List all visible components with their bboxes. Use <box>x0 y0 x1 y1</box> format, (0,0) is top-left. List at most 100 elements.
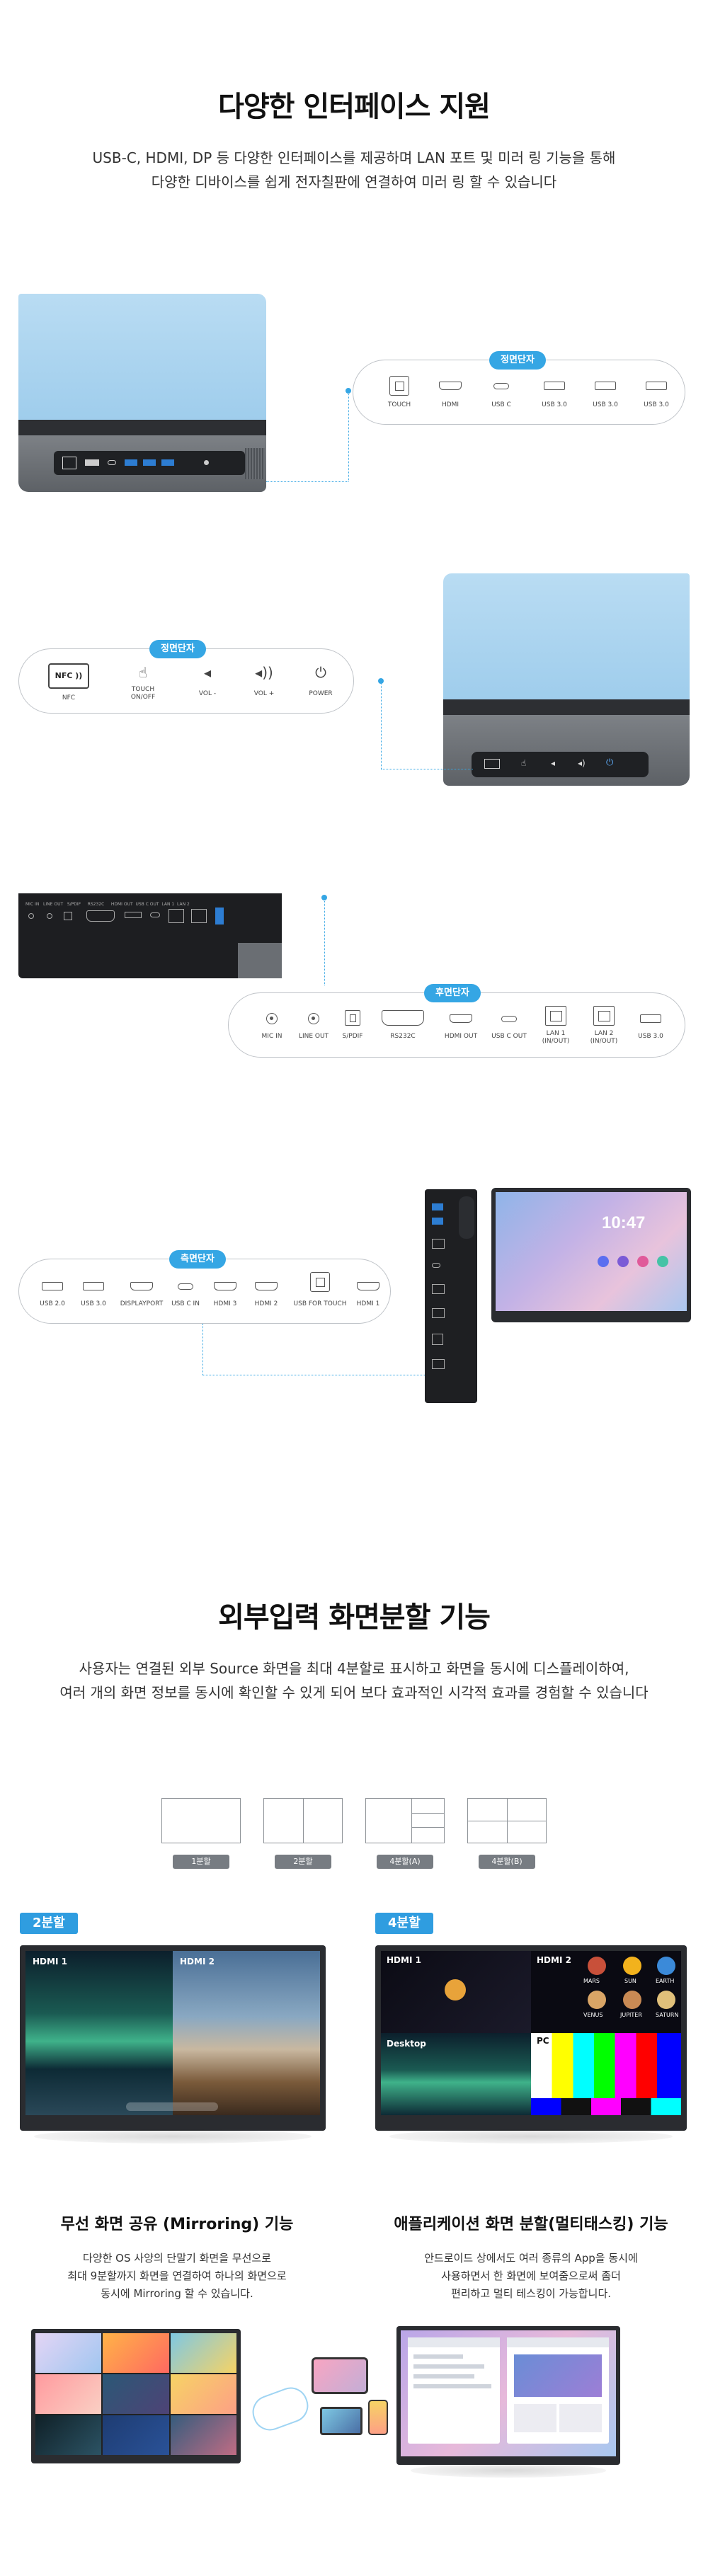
silk-label: LINE OUT <box>43 902 64 907</box>
split-divider <box>411 1799 412 1843</box>
mirroring-title: 무선 화면 공유 (Mirroring) 기능 <box>60 2216 294 2233</box>
rear-usbc-out-icon <box>150 912 160 917</box>
app-window-settings <box>408 2337 500 2444</box>
display-screen <box>18 294 266 420</box>
control-label: NFC <box>62 694 76 702</box>
planet-venus-icon <box>588 1991 606 2009</box>
mirror-tile <box>103 2415 169 2455</box>
display-screen <box>443 573 690 699</box>
pane-label: HDMI 1 <box>33 1957 67 1967</box>
side-usb-icon <box>432 1218 443 1225</box>
volume-down-icon: ◂ <box>203 664 212 681</box>
mirroring-line3: 동시에 Mirroring 할 수 있습니다. <box>101 2287 253 2300</box>
display-front-image: 10:47 <box>491 1188 691 1322</box>
rear-silkscreen-labels: MIC IN LINE OUT S/PDIF RS232C HDMI OUT U… <box>25 902 238 907</box>
port-usb30-rear: USB 3.0 <box>631 1014 670 1041</box>
rear-usb30-icon <box>215 908 224 925</box>
app-icon <box>598 1256 609 1267</box>
port-label: S/PDIF <box>342 1033 363 1040</box>
rs232-icon <box>382 1010 424 1026</box>
speaker-grille <box>245 448 265 479</box>
rear-spdif-icon <box>64 912 72 920</box>
hdmi-icon <box>439 382 462 390</box>
port-label: HDMI OUT <box>444 1033 478 1040</box>
display-chassis <box>18 435 266 492</box>
mic-jack-icon <box>266 1013 278 1024</box>
port-label: HDMI 1 <box>356 1300 380 1307</box>
silk-label: USB C OUT <box>135 902 159 907</box>
sun-icon <box>445 1979 466 2000</box>
four-split-display: HDMI 1 HDMI 2 MARS SUN EARTH VENUS JUPIT… <box>375 1945 687 2131</box>
control-vol-up: ◂))VOL + <box>243 663 285 698</box>
hdmi-icon <box>357 1282 379 1290</box>
strip-usbc-icon <box>108 460 116 465</box>
split-pane-aurora: HDMI 1 <box>25 1951 173 2115</box>
color-bar-bottom <box>531 2098 681 2115</box>
port-line-out: LINE OUT <box>292 1013 335 1041</box>
mirror-tile <box>35 2333 102 2373</box>
port-usb30-side: USB 3.0 <box>76 1282 111 1308</box>
planet-mars-icon <box>588 1957 606 1975</box>
split-pane-pier: HDMI 2 <box>173 1951 320 2115</box>
window-line <box>413 2364 484 2369</box>
pane-label: HDMI 2 <box>537 1955 571 1965</box>
two-split-display: HDMI 1 HDMI 2 <box>20 1945 326 2131</box>
port-label: RS232C <box>390 1033 416 1040</box>
control-nfc: NFC ))NFC <box>40 663 97 702</box>
multitasking-title: 애플리케이션 화면 분할(멀티태스킹) 기능 <box>394 2216 668 2233</box>
usb-a-icon <box>42 1282 63 1290</box>
control-power: ⏻POWER <box>299 663 342 698</box>
strip-usbb-icon <box>62 457 76 469</box>
wireless-link-icon <box>247 2382 314 2436</box>
rear-panel-device-image: MIC IN LINE OUT S/PDIF RS232C HDMI OUT U… <box>18 893 282 978</box>
power-icon: ⏻ <box>315 664 326 681</box>
side-terminal-tag: 측면단자 <box>169 1250 226 1269</box>
front-panel-device-image <box>18 294 266 496</box>
connector-line <box>324 898 325 985</box>
pane-label: HDMI 2 <box>180 1957 215 1967</box>
planet-label: SATURN <box>656 2012 679 2018</box>
port-lan2: LAN 2(IN/OUT) <box>583 1006 625 1046</box>
rear-hdmi-out-icon <box>125 912 142 918</box>
strip-hdmi-icon <box>85 459 99 466</box>
port-label: USB C OUT <box>491 1033 527 1040</box>
pane-label: HDMI 1 <box>387 1955 421 1965</box>
planet-label: MARS <box>583 1978 600 1984</box>
silk-label: S/PDIF <box>67 902 81 907</box>
port-label: LINE OUT <box>298 1033 329 1040</box>
split-pane-desktop: Desktop <box>381 2033 531 2115</box>
spdif-icon <box>345 1010 360 1026</box>
silk-label: LAN 2 <box>177 902 190 907</box>
display-bezel <box>18 420 266 435</box>
port-label: TOUCH <box>387 401 411 408</box>
port-label: USB C <box>491 401 511 408</box>
multitasking-line2: 사용하면서 한 화면에 보여줌으로써 좀더 <box>441 2269 621 2282</box>
strip-touch-icon: ☝ <box>521 758 527 768</box>
multitasking-display <box>396 2326 620 2465</box>
port-label: HDMI <box>441 401 459 408</box>
port-label: USB 3.0 <box>644 401 669 408</box>
side-panel-device-image <box>425 1189 477 1403</box>
mirroring-grid <box>35 2333 236 2455</box>
front-terminal-tag: 정면단자 <box>489 351 546 370</box>
interface-subtitle-line2: 다양한 디바이스를 쉽게 전자칠판에 연결하여 미러 링 할 수 있습니다 <box>151 173 557 190</box>
usb-a-icon <box>595 382 616 390</box>
split-divider <box>411 1813 444 1814</box>
usb-b-icon <box>310 1272 330 1292</box>
port-label: USB 3.0 <box>81 1300 106 1307</box>
split-section-title: 외부입력 화면분할 기능 <box>218 1601 491 1634</box>
port-usb30-1: USB 3.0 <box>535 382 574 409</box>
port-label: MIC IN <box>261 1033 282 1040</box>
silk-label: HDMI OUT <box>110 902 133 907</box>
window-line <box>413 2374 474 2378</box>
connector-dot <box>346 388 351 394</box>
split-mode-4a-icon <box>365 1798 445 1843</box>
side-usbb-icon <box>432 1334 443 1345</box>
pane-label: Desktop <box>387 2039 426 2049</box>
usb-c-icon <box>178 1283 193 1290</box>
rear-mic-jack-icon <box>28 913 34 919</box>
strip-power-icon: ⏻ <box>606 757 614 768</box>
port-usbc-out: USB C OUT <box>486 1016 532 1041</box>
planet-jupiter-icon <box>623 1991 641 2009</box>
